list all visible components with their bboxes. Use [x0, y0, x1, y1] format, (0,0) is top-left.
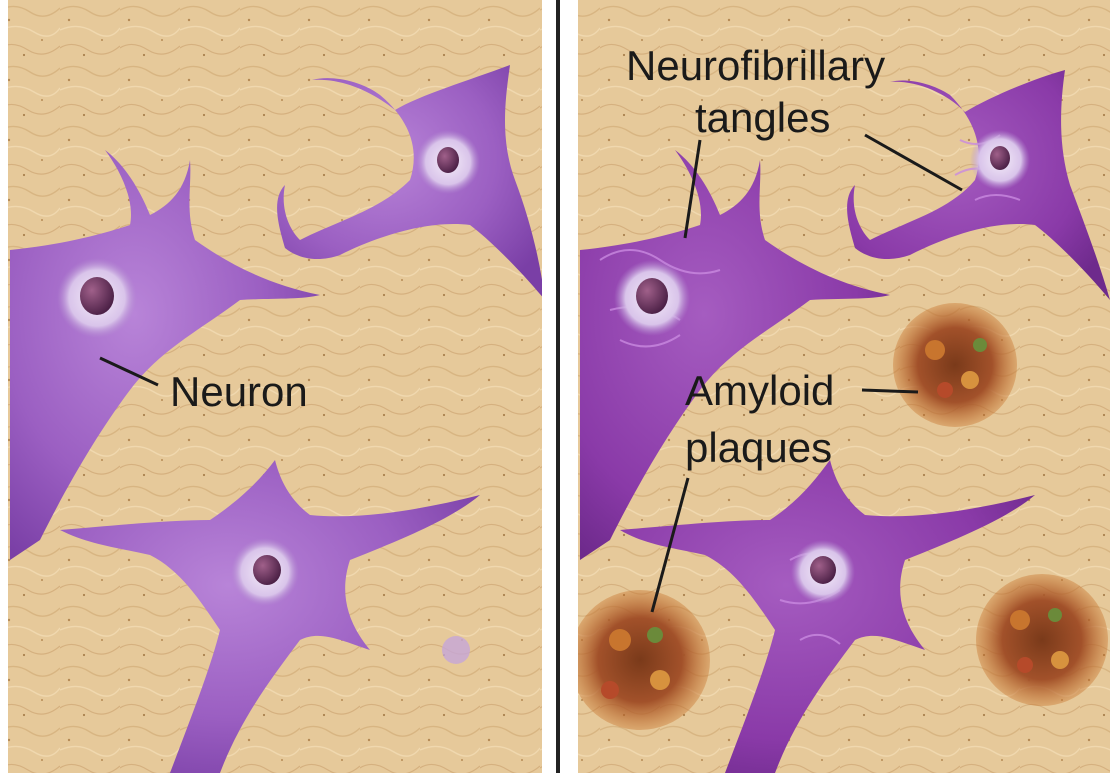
plaques-label-line2: plaques	[685, 424, 832, 471]
panel-divider	[556, 0, 560, 773]
amyloid-plaque-icon	[893, 303, 1017, 427]
amyloid-plaque-icon	[570, 590, 710, 730]
normal-tissue-panel: Neuron	[8, 0, 545, 773]
alzheimers-tissue-panel: Neurofibrillary tangles Amyloid plaques	[570, 0, 1110, 773]
tangles-label-line2: tangles	[695, 94, 830, 141]
amyloid-plaque-icon	[976, 574, 1108, 706]
tangles-label-line1: Neurofibrillary	[626, 42, 885, 89]
plaques-label-line1: Amyloid	[685, 367, 834, 414]
neuron-label: Neuron	[170, 368, 308, 415]
plaques-leader-right	[862, 390, 918, 392]
